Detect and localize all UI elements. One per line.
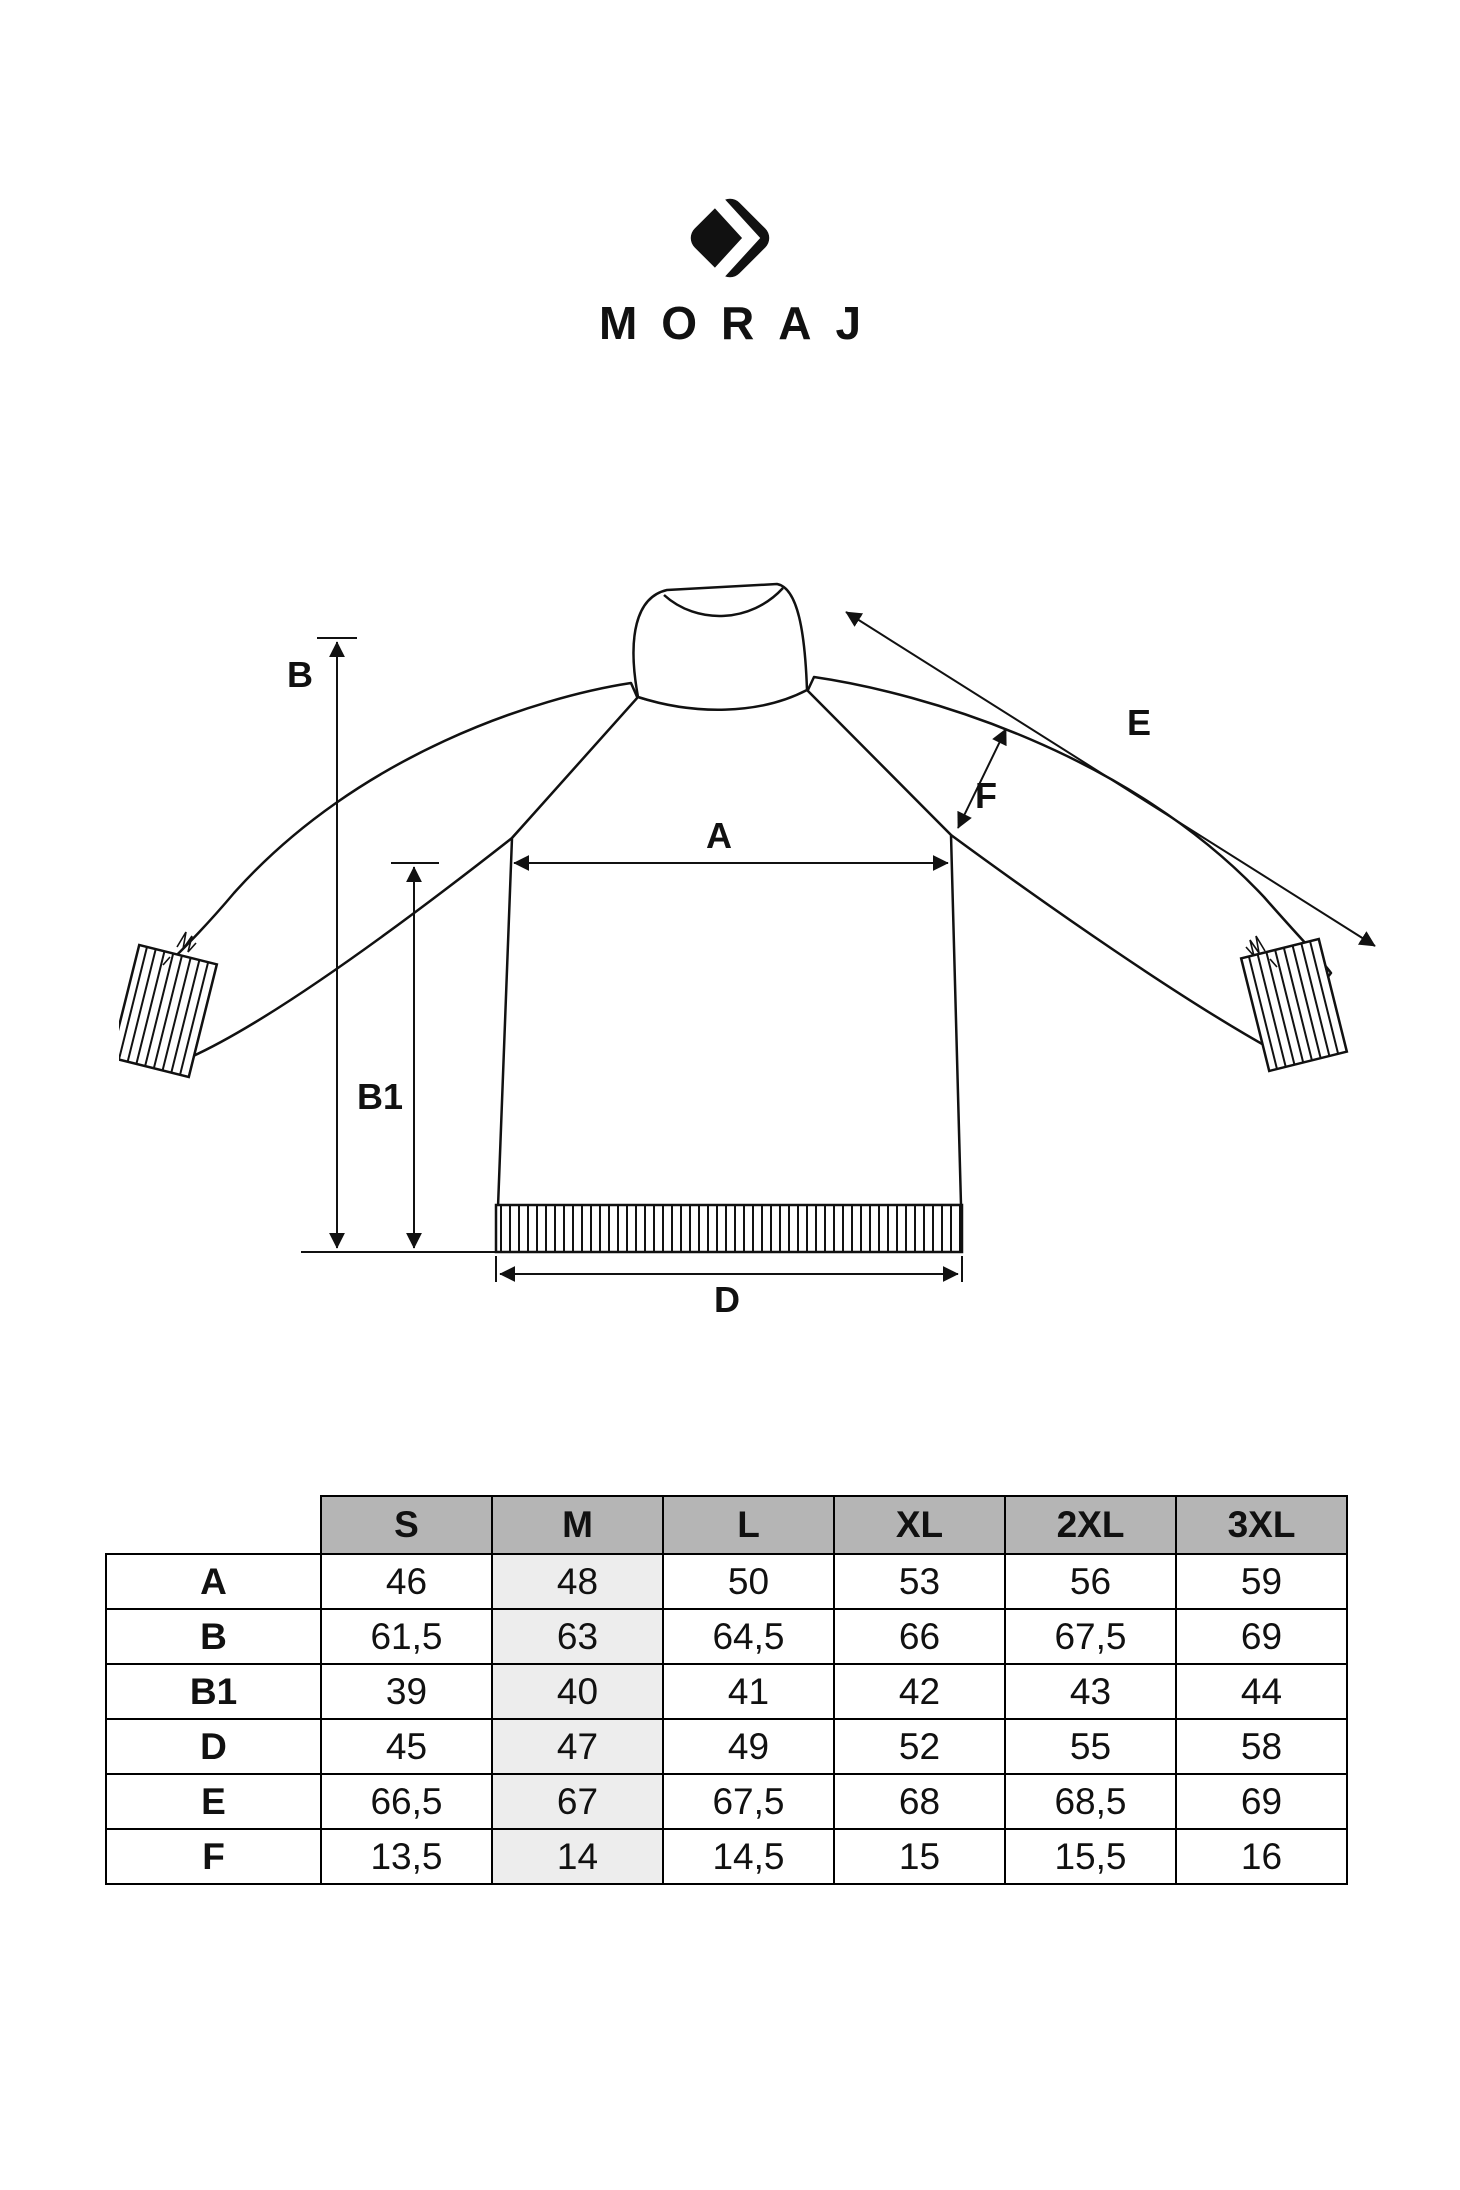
sweater-diagram-svg: B B1 A D E F <box>119 582 1376 1315</box>
left-cuff <box>119 943 219 1079</box>
dimension-labels: B B1 A D E F <box>287 654 1151 1315</box>
brand-logo-icon <box>690 190 770 286</box>
value-cell: 67,5 <box>662 1773 835 1830</box>
value-cell: 39 <box>320 1663 493 1720</box>
value-cell: 69 <box>1175 1608 1348 1665</box>
row-label-d: D <box>105 1718 322 1775</box>
value-cell: 46 <box>320 1553 493 1610</box>
dim-label-f: F <box>975 775 997 816</box>
dimension-lines <box>301 611 1376 1282</box>
value-cell: 16 <box>1175 1828 1348 1885</box>
brand-wordmark: MORAJ <box>598 297 886 349</box>
hem-rib <box>494 1203 964 1254</box>
col-header-3xl: 3XL <box>1175 1495 1348 1555</box>
size-row-b: B 61,5 63 64,5 66 67,5 69 <box>105 1608 1348 1665</box>
col-header-m: M <box>491 1495 664 1555</box>
value-cell: 52 <box>833 1718 1006 1775</box>
size-table: S M L XL 2XL 3XL A 46 48 50 53 56 59 B 6… <box>105 1495 1348 1885</box>
value-cell: 67 <box>491 1773 664 1830</box>
brand-logo: MORAJ <box>0 190 1460 350</box>
value-cell: 63 <box>491 1608 664 1665</box>
value-cell: 61,5 <box>320 1608 493 1665</box>
value-cell: 66,5 <box>320 1773 493 1830</box>
value-cell: 58 <box>1175 1718 1348 1775</box>
value-cell: 59 <box>1175 1553 1348 1610</box>
value-cell: 48 <box>491 1553 664 1610</box>
value-cell: 67,5 <box>1004 1608 1177 1665</box>
value-cell: 64,5 <box>662 1608 835 1665</box>
dim-label-e: E <box>1127 702 1151 743</box>
size-table-header-row: S M L XL 2XL 3XL <box>106 1495 1348 1555</box>
value-cell: 41 <box>662 1663 835 1720</box>
value-cell: 49 <box>662 1718 835 1775</box>
value-cell: 68 <box>833 1773 1006 1830</box>
value-cell: 56 <box>1004 1553 1177 1610</box>
right-cuff <box>1239 937 1349 1073</box>
row-label-b: B <box>105 1608 322 1665</box>
value-cell: 14,5 <box>662 1828 835 1885</box>
dim-label-d: D <box>714 1279 740 1315</box>
col-header-l: L <box>662 1495 835 1555</box>
value-cell: 50 <box>662 1553 835 1610</box>
dim-label-b: B <box>287 654 313 695</box>
value-cell: 47 <box>491 1718 664 1775</box>
collar <box>632 582 809 711</box>
size-row-b1: B1 39 40 41 42 43 44 <box>105 1663 1348 1720</box>
value-cell: 43 <box>1004 1663 1177 1720</box>
col-header-xl: XL <box>833 1495 1006 1555</box>
size-row-d: D 45 47 49 52 55 58 <box>105 1718 1348 1775</box>
row-label-e: E <box>105 1773 322 1830</box>
value-cell: 53 <box>833 1553 1006 1610</box>
dim-e-line <box>845 611 1376 947</box>
row-label-b1: B1 <box>105 1663 322 1720</box>
value-cell: 55 <box>1004 1718 1177 1775</box>
col-header-s: S <box>320 1495 493 1555</box>
value-cell: 15 <box>833 1828 1006 1885</box>
size-row-e: E 66,5 67 67,5 68 68,5 69 <box>105 1773 1348 1830</box>
value-cell: 13,5 <box>320 1828 493 1885</box>
row-label-f: F <box>105 1828 322 1885</box>
size-row-a: A 46 48 50 53 56 59 <box>105 1553 1348 1610</box>
table-corner-cell <box>106 1496 321 1554</box>
value-cell: 42 <box>833 1663 1006 1720</box>
size-row-f: F 13,5 14 14,5 15 15,5 16 <box>105 1828 1348 1885</box>
value-cell: 44 <box>1175 1663 1348 1720</box>
row-label-a: A <box>105 1553 322 1610</box>
value-cell: 40 <box>491 1663 664 1720</box>
col-header-2xl: 2XL <box>1004 1495 1177 1555</box>
value-cell: 14 <box>491 1828 664 1885</box>
sweater-measurement-diagram: B B1 A D E F <box>119 575 1389 1315</box>
value-cell: 66 <box>833 1608 1006 1665</box>
value-cell: 68,5 <box>1004 1773 1177 1830</box>
dim-label-a: A <box>706 815 732 856</box>
value-cell: 69 <box>1175 1773 1348 1830</box>
value-cell: 45 <box>320 1718 493 1775</box>
dim-label-b1: B1 <box>357 1076 403 1117</box>
dim-f-line <box>957 728 1007 829</box>
value-cell: 15,5 <box>1004 1828 1177 1885</box>
